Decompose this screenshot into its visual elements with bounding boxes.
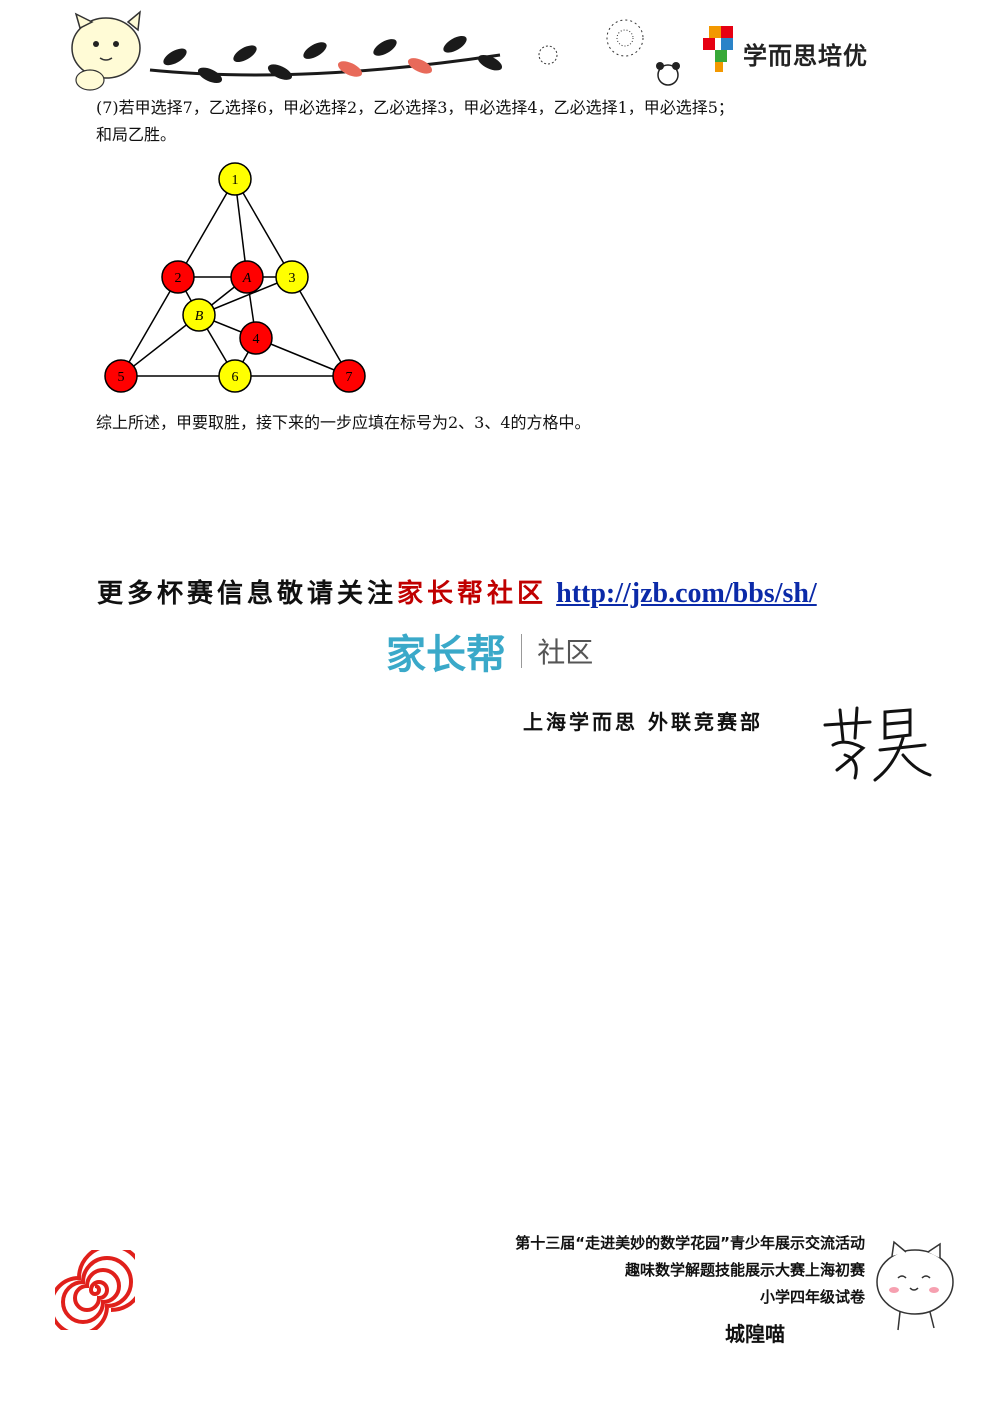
cat-face-icon [876,1240,954,1331]
graph-node-4: 4 [239,321,273,355]
graph-node-circle [182,298,216,332]
triangle-graph-diagram: 1 2 A 3B 4 5 6 7 [104,162,366,393]
graph-node-label: 2 [175,271,182,286]
graph-node-label: B [195,309,204,324]
solution-line-2: 和局乙胜。 [96,125,177,144]
leaf-row [163,35,503,84]
graph-node-circle [230,260,264,294]
graph-node-6: 6 [218,359,252,393]
promo-community-name: 家长帮社区 [397,579,548,609]
leaf-icon [443,35,467,53]
graph-node-circle [218,162,252,196]
leaf-icon [163,48,187,66]
vine-stem [149,53,501,77]
jzb-logo-divider [521,634,523,668]
community-link[interactable]: http://jzb.com/bbs/sh/ [556,578,817,609]
graph-node-1: 1 [218,162,252,196]
cat-mascot-icon [71,10,141,91]
jzb-logo-sub: 社区 [537,636,594,669]
header-art [71,10,733,91]
footer-line-1: 第十三届“走进美妙的数学花园”青少年展示交流活动 [515,1234,865,1252]
graph-node-label: 4 [253,332,260,347]
promo-line: 更多杯赛信息敬请关注家长帮社区 http://jzb.com/bbs/sh/ [97,573,817,610]
graph-node-label: 7 [346,370,353,385]
graph-node-label: 6 [232,370,239,385]
jzb-logo-main: 家长帮 [386,632,506,678]
graph-node-label: A [242,271,252,286]
leaf-icon [303,42,327,59]
graph-node-circle [104,359,138,393]
leaf-icon [477,54,503,71]
leaf-icon [407,58,433,74]
graph-node-label: 3 [289,271,296,286]
graph-node-7: 7 [332,359,366,393]
graph-node-2: 2 [161,260,195,294]
graph-node-circle [239,321,273,355]
brand-name: 学而思培优 [743,42,868,70]
graph-node-B: B [182,298,216,332]
spiral-icon [55,1250,135,1330]
footer-line-3: 小学四年级试卷 [759,1288,865,1306]
firework-icon [538,19,644,65]
leaf-icon [337,61,363,77]
header-decoration: 学而思培优 [0,0,1000,95]
brand-logo-icon [703,26,733,72]
jzb-logo: 家长帮 社区 [386,622,594,678]
graph-node-label: 1 [232,173,239,188]
graph-node-circle [275,260,309,294]
graph-node-5: 5 [104,359,138,393]
solution-line-1: (7)若甲选择7，乙选择6，甲必选择2，乙必选择3，甲必选择4，乙必选择1，甲必… [96,98,734,117]
footer-line-2: 趣味数学解题技能展示大赛上海初赛 [624,1261,865,1279]
graph-node-circle [332,359,366,393]
leaf-icon [197,67,223,84]
graph-node-3: 3 [275,260,309,294]
graph-node-circle [161,260,195,294]
conclusion-text: 综上所述，甲要取胜，接下来的一步应填在标号为2、3、4的方格中。 [96,413,591,432]
signature-org: 上海学而思 外联竞赛部 [523,710,763,734]
graph-node-circle [218,359,252,393]
leaf-icon [233,45,257,63]
promo-text: 更多杯赛信息敬请关注 [97,579,398,609]
graph-node-A: A [230,260,264,294]
graph-node-label: 5 [118,370,125,385]
panda-icon [656,62,680,86]
leaf-icon [267,64,293,80]
handwritten-signature [823,706,932,782]
leaf-icon [373,39,397,56]
graph-nodes: 1 2 A 3B 4 5 6 7 [104,162,366,393]
footer-author: 城隍喵 [725,1322,785,1346]
